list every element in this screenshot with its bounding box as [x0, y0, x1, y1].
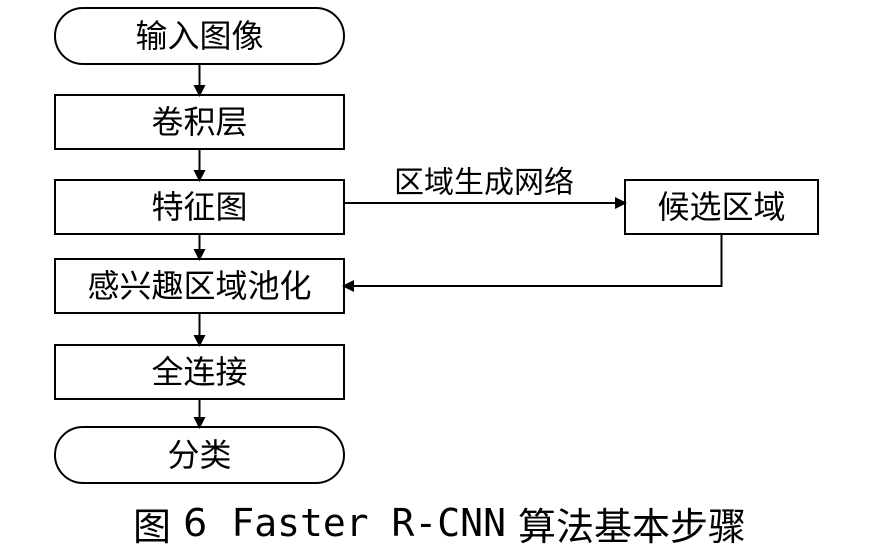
node-roi-pooling-label: 感兴趣区域池化 [87, 267, 311, 305]
node-roi-pooling: 感兴趣区域池化 [54, 258, 345, 314]
node-input-image-label: 输入图像 [135, 17, 263, 55]
node-feature-map: 特征图 [54, 179, 345, 235]
node-region-proposals-label: 候选区域 [657, 188, 785, 226]
edge-rpn-label: 区域生成网络 [394, 166, 574, 201]
edge-proposals-to-roi [342, 234, 723, 292]
caption-prefix: 图 [132, 504, 171, 549]
node-fully-connected-label: 全连接 [151, 353, 247, 391]
flowchart-diagram: 输入图像 卷积层 特征图 感兴趣区域池化 全连接 分类 候选区域 区域生成网络 [54, 7, 819, 484]
node-region-proposals: 候选区域 [624, 179, 819, 235]
node-classification-label: 分类 [167, 436, 231, 474]
caption-title-cjk: 算法基本步骤 [518, 504, 747, 549]
node-input-image: 输入图像 [54, 7, 345, 65]
node-fully-connected: 全连接 [54, 344, 345, 400]
figure-caption: 图 6 Faster R-CNN 算法基本步骤 [0, 492, 879, 554]
node-feature-map-label: 特征图 [151, 188, 247, 226]
node-classification: 分类 [54, 426, 345, 484]
node-conv-layer-label: 卷积层 [151, 103, 247, 141]
caption-title-latin: Faster R-CNN [231, 501, 506, 545]
caption-number: 6 [183, 501, 208, 545]
node-conv-layer: 卷积层 [54, 94, 345, 150]
